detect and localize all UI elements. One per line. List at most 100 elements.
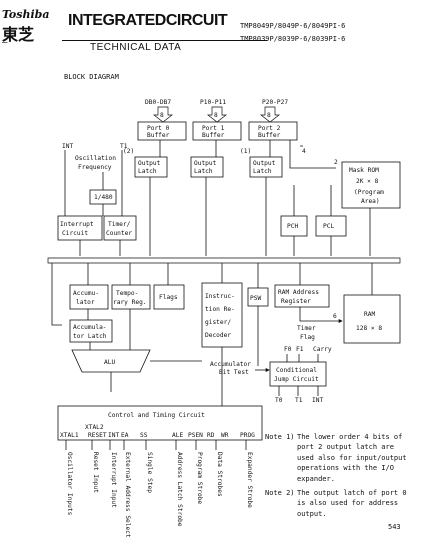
port1-buffer-label-1: Port 1 bbox=[202, 125, 225, 132]
toshiba-logo: Toshiba 東芝 bbox=[2, 8, 54, 46]
control-pin-description: Address Latch Strobe bbox=[176, 452, 183, 527]
internal-data-bus bbox=[47, 257, 401, 264]
port2-note-mark: (1) bbox=[240, 148, 251, 155]
margin-dash: – bbox=[2, 38, 8, 48]
doc-subtitle: TECHNICAL DATA bbox=[90, 42, 182, 53]
pch-label: PCH bbox=[287, 223, 298, 230]
accumulator bbox=[69, 284, 109, 310]
part-line-1: TMP8049P/8049P-6/8049PI-6 bbox=[240, 22, 346, 30]
alu bbox=[71, 349, 151, 373]
alu-label: ALU bbox=[104, 359, 115, 366]
interrupt-circuit bbox=[57, 215, 103, 241]
ram-bus-label: 6 bbox=[333, 313, 337, 320]
control-pin-psen: PSEN bbox=[188, 432, 203, 439]
port0-latch-label-2: Latch bbox=[138, 168, 157, 175]
port0-note-mark: (2) bbox=[123, 148, 134, 155]
port2-bits-label: 4 bbox=[302, 148, 306, 155]
port0-latch-label-1: Output bbox=[138, 160, 161, 167]
control-pin-description: External Address Select bbox=[124, 452, 131, 538]
pcl-label: PCL bbox=[323, 223, 334, 230]
control-pin-ale: ALE bbox=[172, 432, 183, 439]
latch-bus-lines bbox=[79, 177, 267, 256]
timer-flag-label-1: Timer bbox=[297, 325, 316, 332]
ir-label-2: tion Re- bbox=[205, 306, 235, 313]
flags-label: Flags bbox=[159, 294, 178, 301]
pc-lines bbox=[293, 185, 332, 256]
accumulator-label-1: Accumu- bbox=[73, 290, 99, 297]
port0-buffer-label-1: Port 0 bbox=[147, 125, 170, 132]
note-1-line-5: expander. bbox=[297, 474, 335, 483]
row-bus-links bbox=[87, 263, 169, 320]
rom-label-2: 2K × 8 bbox=[356, 178, 379, 185]
control-pin-description: Reset Input bbox=[92, 452, 99, 493]
ram-label-1: RAM bbox=[364, 311, 375, 318]
note-2-tag: Note 2) bbox=[265, 489, 295, 498]
port0-buffer-label-2: Buffer bbox=[147, 132, 170, 139]
temp-reg-label-1: Tempo- bbox=[116, 290, 138, 297]
control-timing-circuit bbox=[57, 405, 263, 441]
timer-label-2: Counter bbox=[106, 230, 132, 237]
ram-block bbox=[343, 294, 401, 344]
rom-bus-label: 2 bbox=[334, 159, 338, 166]
interrupt-label-1: Interrupt bbox=[60, 221, 94, 228]
f1-label: F1 bbox=[296, 346, 304, 353]
port1-buffer bbox=[192, 121, 242, 141]
control-pin-description: Interrupt Input bbox=[110, 452, 117, 508]
port1-buffer-label-2: Buffer bbox=[202, 132, 225, 139]
buffer-latch-links bbox=[159, 140, 271, 157]
alu-lines bbox=[89, 309, 202, 392]
ram-address-line bbox=[299, 263, 342, 321]
control-pin-description: Single Step bbox=[146, 452, 153, 493]
ram-address-register bbox=[274, 284, 330, 308]
note-2: Note 2) The output latch of port 0 is al… bbox=[265, 488, 423, 519]
note-1: Note 1) The lower order 4 bits of port 2… bbox=[265, 432, 423, 484]
control-pin-description: Expander Strobe bbox=[246, 452, 253, 508]
int-t1-lines bbox=[64, 150, 123, 216]
control-pin-wr: WR bbox=[221, 432, 229, 439]
f0-label: F0 bbox=[284, 346, 292, 353]
bus-left-drop bbox=[51, 263, 62, 326]
port2-latch-label-1: Output bbox=[253, 160, 276, 167]
oscillation-label: Oscillation bbox=[75, 155, 116, 162]
rom-label-1: Mask ROM bbox=[349, 167, 379, 174]
control-pin-description: Data Strobes bbox=[216, 452, 223, 497]
port1-bus-width: 8 bbox=[214, 112, 218, 119]
acc-bit-test-label-2: Bit Test bbox=[219, 369, 249, 376]
cond-jump-label-1: Conditional bbox=[276, 367, 317, 374]
control-pin-xtal1: XTAL1 bbox=[60, 432, 79, 439]
t1-jump-label: T1 bbox=[295, 397, 303, 404]
notes: Note 1) The lower order 4 bits of port 2… bbox=[265, 432, 423, 519]
int-jump-label: INT bbox=[312, 397, 323, 404]
flags-register bbox=[153, 284, 185, 310]
xtal2-label: XTAL2 bbox=[85, 424, 104, 431]
frequency-label: Frequency bbox=[78, 164, 112, 171]
ir-label-3: gister/ bbox=[205, 319, 231, 326]
note-2-line-3: output. bbox=[297, 509, 327, 518]
divider-label: 1/480 bbox=[94, 194, 113, 201]
timer-flag-label-2: Flag bbox=[300, 334, 315, 341]
note-2-text: The output latch of port 0 is also used … bbox=[297, 488, 407, 519]
port1-latch-label-2: Latch bbox=[194, 168, 213, 175]
ram-addr-label-1: RAM Address bbox=[278, 289, 319, 296]
carry-label: Carry bbox=[313, 346, 332, 353]
port0-pins-label: DB0-DB7 bbox=[145, 99, 171, 106]
port1-pins-label: P10-P11 bbox=[200, 99, 226, 106]
temp-reg-label-2: rary Reg. bbox=[113, 299, 147, 306]
cond-jump-label-2: Jump Circuit bbox=[274, 376, 319, 383]
port0-buffer bbox=[137, 121, 187, 141]
control-pin-description: Program Strobe bbox=[196, 452, 203, 504]
acc-bit-test-label-1: Accumulator bbox=[210, 361, 251, 368]
port0-output-latch bbox=[134, 156, 168, 178]
port2-pins-label: P20-P27 bbox=[262, 99, 288, 106]
note-2-line-2: is also used for address bbox=[297, 499, 399, 508]
port2-buffer-label-2: Buffer bbox=[258, 132, 281, 139]
port-pin-buses bbox=[152, 106, 281, 123]
acc-latch-label-1: Accumula- bbox=[73, 324, 107, 331]
ir-label-4: Decoder bbox=[205, 332, 231, 339]
psw-label: PSW bbox=[250, 295, 261, 302]
note-1-text: The lower order 4 bits of port 2 output … bbox=[297, 432, 407, 484]
jump-input-lines bbox=[278, 386, 319, 396]
port2-latch-label-2: Latch bbox=[253, 168, 272, 175]
acc-latch-label-2: tor Latch bbox=[73, 333, 107, 340]
